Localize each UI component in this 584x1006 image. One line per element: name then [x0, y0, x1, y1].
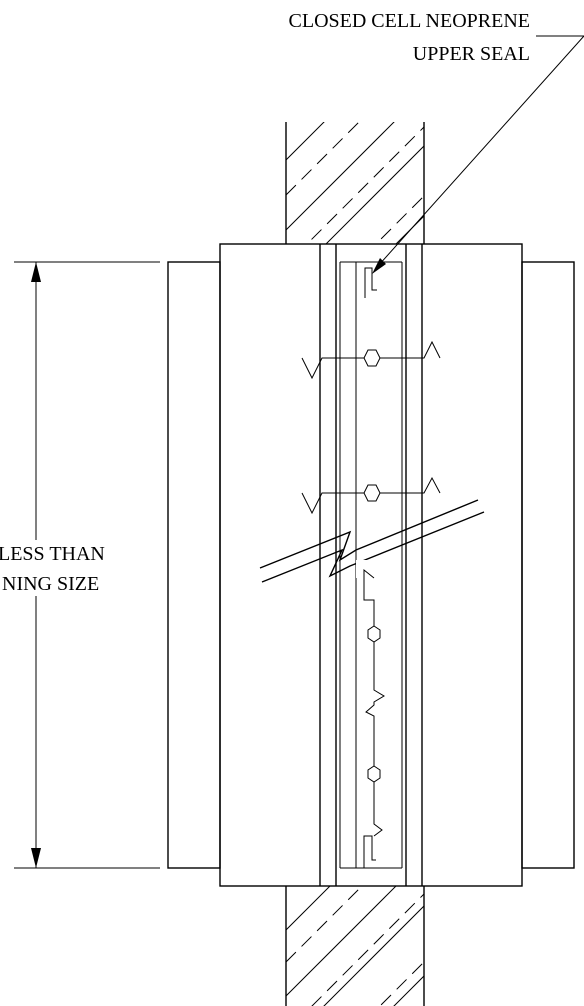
dimension-line — [14, 261, 160, 869]
dimension-arrow-top — [31, 262, 41, 282]
upper-seal — [364, 267, 377, 298]
right-sleeve — [521, 261, 575, 869]
dimension-arrow-bottom — [31, 848, 41, 868]
wall-section-top — [285, 122, 425, 244]
wall-section-bottom — [285, 886, 425, 1006]
blade-linkage-lower — [363, 568, 385, 868]
blade-linkage-upper — [301, 340, 441, 515]
left-sleeve — [167, 261, 221, 869]
callout-leader — [372, 35, 584, 274]
main-frame — [219, 243, 523, 887]
dimension-label-line1: LESS THAN — [0, 543, 105, 565]
break-line — [259, 499, 485, 583]
callout-label-line1: CLOSED CELL NEOPRENE — [289, 10, 530, 32]
callout-label-line2: UPPER SEAL — [413, 43, 530, 65]
dimension-label-line2: NING SIZE — [2, 573, 99, 595]
frame-assembly — [167, 243, 575, 887]
